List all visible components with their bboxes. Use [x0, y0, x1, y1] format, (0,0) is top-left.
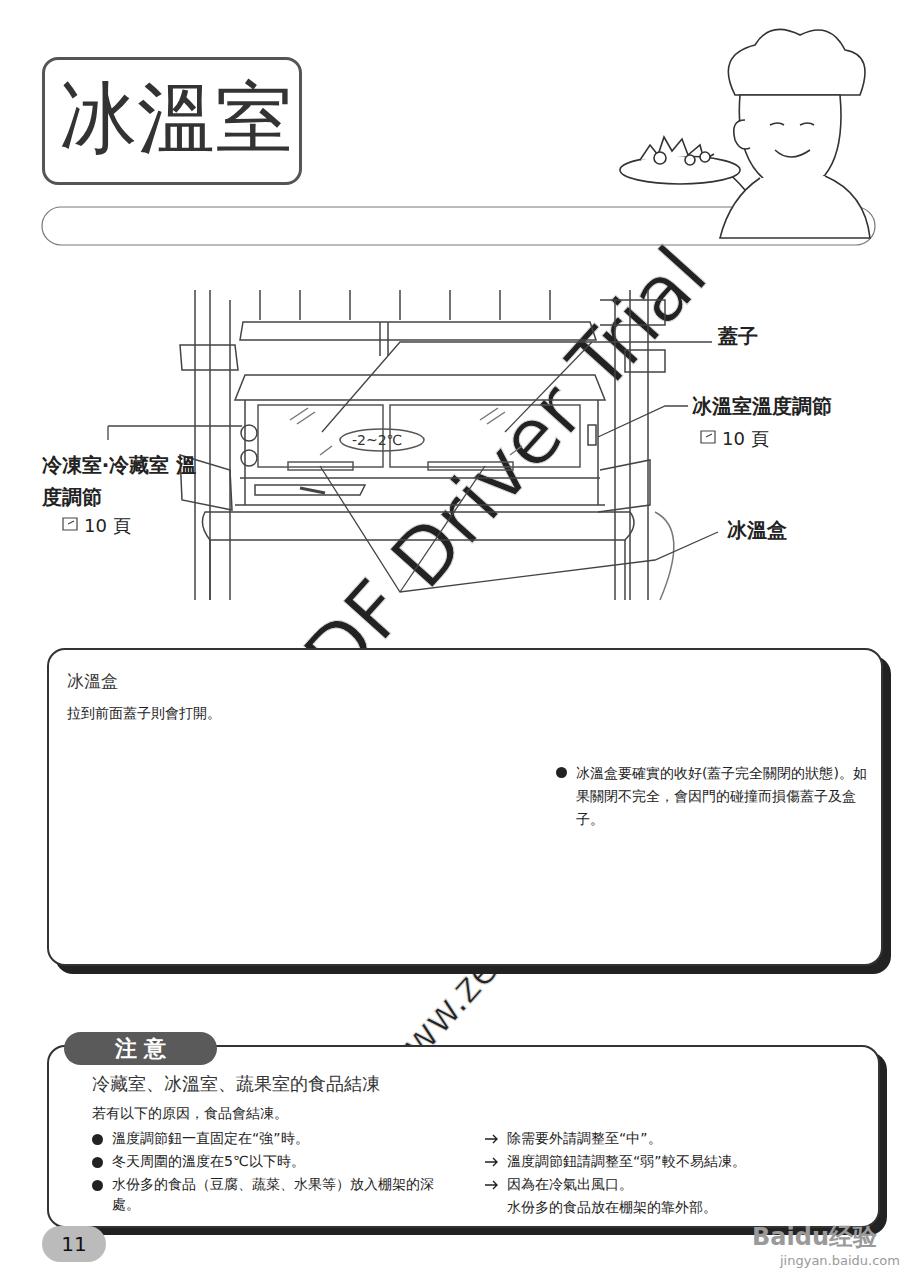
- arrow-symbol: [485, 1180, 499, 1190]
- arrow-symbol: [485, 1134, 499, 1144]
- part-label: -2~2℃: [352, 431, 402, 451]
- info-panel: 冰溫盒拉到前面蓋子則會打開。冰溫盒要確實的收好(蓋子完全關閉的狀態)。如果關閉不…: [47, 648, 883, 966]
- note-text: 溫度調節鈕請調整至“弱”較不易結凍。: [507, 1152, 857, 1172]
- note-text: 冷藏室、冰溫室、蔬果室的食品結凍: [92, 1071, 512, 1096]
- note-text: 水份多的食品放在棚架的靠外部。: [507, 1198, 857, 1218]
- part-label: 冰溫室溫度調節: [692, 392, 832, 420]
- part-label: 冰溫盒: [727, 516, 787, 544]
- note-text: 11: [42, 1226, 106, 1262]
- part-label: Baidu经验: [752, 1221, 877, 1255]
- part-label: 蓋子: [718, 322, 758, 350]
- part-label: 10 頁: [722, 426, 769, 451]
- title-box: 冰溫室: [42, 57, 302, 185]
- note-text: 因為在冷氣出風口。: [507, 1175, 857, 1195]
- part-label: 10 頁: [84, 513, 131, 538]
- page-title: 冰溫室: [59, 76, 293, 162]
- part-label: jingyan.baidu.com: [780, 1252, 900, 1270]
- note-text: 冰溫盒要確實的收好(蓋子完全關閉的狀態)。如果關閉不完全，會因門的碰撞而損傷蓋子…: [576, 762, 876, 831]
- part-label: 冷凍室‧冷藏室 溫度調節: [42, 449, 202, 513]
- caution-panel: 注 意冷藏室、冰溫室、蔬果室的食品結凍若有以下的原因，食品會結凍。溫度調節鈕一直…: [47, 1045, 880, 1228]
- note-text: 注 意: [64, 1032, 217, 1065]
- bullet-dot: [92, 1180, 103, 1191]
- caution-tab: 注 意: [64, 1032, 217, 1065]
- note-text: 若有以下的原因，食品會結凍。: [92, 1104, 492, 1124]
- note-text: 冬天周圍的溫度在5℃以下時。: [112, 1152, 452, 1172]
- note-text: 冰溫盒: [67, 670, 367, 694]
- note-text: 除需要外請調整至“中”。: [507, 1129, 857, 1149]
- bullet-dot: [556, 767, 567, 778]
- bullet-dot: [92, 1157, 103, 1168]
- arrow-symbol: [485, 1157, 499, 1167]
- bullet-dot: [92, 1134, 103, 1145]
- note-text: 溫度調節鈕一直固定在“強”時。: [112, 1129, 452, 1149]
- note-text: 拉到前面蓋子則會打開。: [67, 704, 467, 724]
- page-number: 11: [42, 1226, 106, 1262]
- note-text: 水份多的食品（豆腐、蔬菜、水果等）放入棚架的深處。: [112, 1175, 442, 1214]
